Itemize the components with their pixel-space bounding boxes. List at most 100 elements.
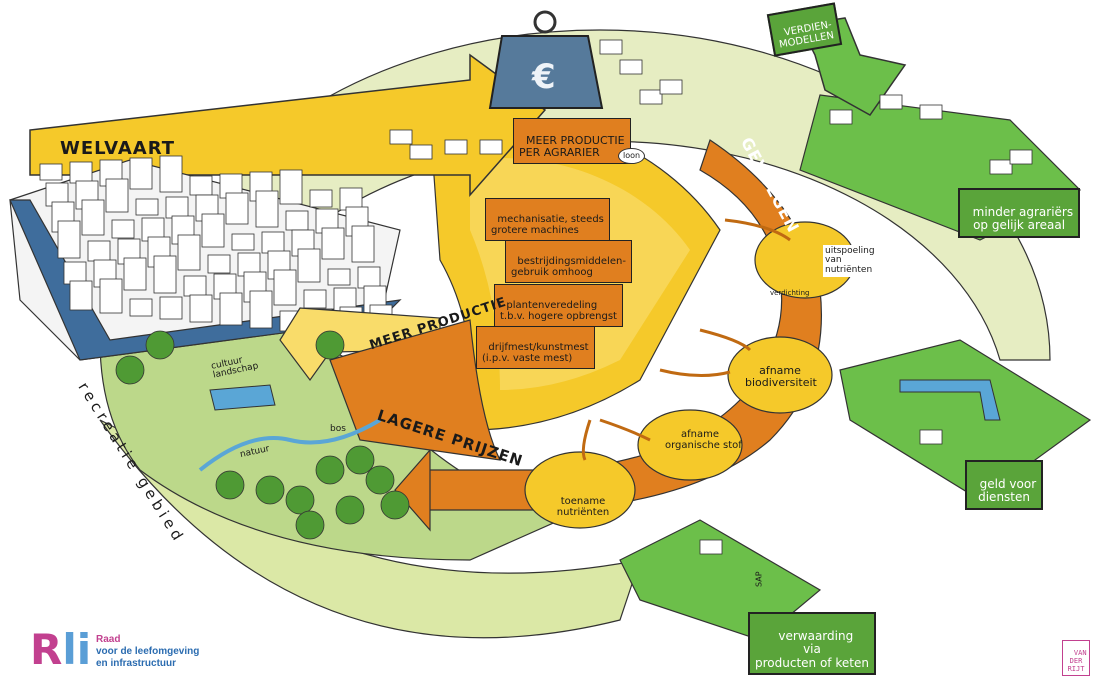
verdichting-label: verdichting — [770, 289, 810, 297]
toename-nutrienten-label: toename nutriënten — [556, 496, 610, 518]
rli-logo: Rli Raad voor de leefomgeving en infrast… — [30, 628, 240, 676]
farm-house — [599, 39, 623, 55]
oval-organische-stof — [637, 409, 743, 481]
minder-agrariers-box: minder agrariërs op gelijk areaal — [958, 188, 1081, 238]
farm-house — [639, 89, 663, 105]
city-building — [357, 266, 381, 289]
farm-house — [919, 429, 943, 445]
verdienmodellen-label: VERDIEN- MODELLEN — [778, 19, 835, 51]
canal — [899, 379, 1001, 421]
city-building — [111, 219, 135, 239]
meer-productie-per-agrarier-box: MEER PRODUCTIE PER AGRARIER — [513, 118, 631, 164]
city-building — [207, 254, 231, 274]
farm-house — [619, 59, 643, 75]
city-building — [135, 198, 159, 216]
city-building — [129, 298, 153, 317]
verwaarding-box: verwaarding via producten of keten — [748, 612, 876, 675]
city-building — [87, 240, 111, 262]
city-buildings — [39, 155, 393, 341]
city-building — [309, 189, 333, 208]
welvaart-label: WELVAART — [60, 138, 176, 159]
rli-logo-text: Raad voor de leefomgeving en infrastruct… — [96, 634, 199, 670]
city-building — [189, 294, 213, 323]
factor-plantenveredeling-label: plantenveredeling t.b.v. hogere opbrengs… — [500, 299, 617, 323]
river — [198, 418, 382, 472]
city-building — [219, 292, 243, 326]
afname-biodiversiteit-label: afname biodiversiteit — [745, 364, 817, 389]
tree — [335, 495, 365, 525]
tree — [315, 455, 345, 485]
city-building — [255, 190, 279, 228]
farm-house — [409, 144, 433, 160]
city-building — [159, 155, 183, 193]
city-building — [129, 157, 153, 190]
tree — [215, 470, 245, 500]
geld-voor-diensten-box: geld voor diensten — [965, 460, 1044, 510]
farm-house — [699, 539, 723, 555]
city-building — [273, 269, 297, 306]
city-building — [153, 255, 177, 294]
factor-mechanisatie: mechanisatie, steeds grotere machines — [485, 198, 610, 241]
consequences-arrowhead — [394, 448, 431, 532]
tree — [380, 490, 410, 520]
farm-house — [829, 109, 853, 125]
city-building — [99, 278, 123, 314]
logo-line2: voor de leefomgeving — [96, 646, 200, 657]
city-building — [105, 178, 129, 213]
loon-label: loon — [618, 148, 646, 165]
logo-line3: en infrastructuur — [96, 658, 177, 669]
city-building — [351, 225, 375, 263]
factor-drijfmest: drijfmest/kunstmest (i.p.v. vaste mest) — [476, 326, 595, 369]
farm-house — [989, 159, 1013, 175]
sap-bottle-label: SAP — [754, 571, 764, 587]
tree — [285, 485, 315, 515]
city-building — [297, 248, 321, 283]
effect-arrows — [581, 218, 791, 461]
city-building — [69, 161, 93, 184]
factor-drijfmest-label: drijfmest/kunstmest (i.p.v. vaste mest) — [482, 341, 589, 365]
uitspoeling-label: uitspoeling van nutriënten — [823, 245, 877, 278]
verwaarding-label: verwaarding via producten of keten — [755, 629, 869, 670]
afname-organische-stof-label: afname organische stof — [665, 429, 742, 451]
city-building — [159, 296, 183, 320]
trees — [115, 330, 410, 540]
city-building — [39, 163, 63, 181]
factor-bestrijdingsmiddelen: bestrijdingsmiddelen- gebruik omhoog — [505, 240, 632, 283]
pond — [209, 384, 276, 411]
tree — [255, 475, 285, 505]
city-building — [231, 233, 255, 251]
factor-mechanisatie-label: mechanisatie, steeds grotere machines — [491, 213, 604, 237]
weight-euro-icon — [488, 10, 604, 109]
city-building — [123, 257, 147, 291]
rli-logo-mark: Rli — [30, 625, 92, 674]
city-building — [279, 169, 303, 205]
geld-voor-diensten-label: geld voor diensten — [978, 477, 1037, 505]
farm-house — [1009, 149, 1033, 165]
oval-biodiversiteit — [727, 336, 833, 414]
farm-house — [479, 139, 503, 155]
city-building — [201, 213, 225, 248]
factor-bestrijdingsmiddelen-label: bestrijdingsmiddelen- gebruik omhoog — [511, 255, 626, 279]
farm-house — [879, 94, 903, 110]
tree — [295, 510, 325, 540]
city-building — [81, 199, 105, 236]
farm-house — [919, 104, 943, 120]
city-building — [57, 220, 81, 259]
city-building — [183, 275, 207, 297]
signature-text: VAN DER RIJT — [1067, 649, 1087, 673]
farm-house — [444, 139, 468, 155]
euro-symbol: € — [532, 57, 556, 97]
farm-house — [389, 129, 413, 145]
city-building — [321, 227, 345, 260]
tree — [145, 330, 175, 360]
city-building — [165, 196, 189, 219]
meer-productie-per-agrarier-label: MEER PRODUCTIE PER AGRARIER — [519, 133, 625, 160]
bos-label: bos — [330, 424, 346, 434]
city-building — [303, 289, 327, 309]
city-building — [189, 175, 213, 196]
city-building — [225, 192, 249, 225]
factor-plantenveredeling: plantenveredeling t.b.v. hogere opbrengs… — [494, 284, 623, 327]
logo-line1: Raad — [96, 634, 121, 645]
tree — [365, 465, 395, 495]
tree — [345, 445, 375, 475]
